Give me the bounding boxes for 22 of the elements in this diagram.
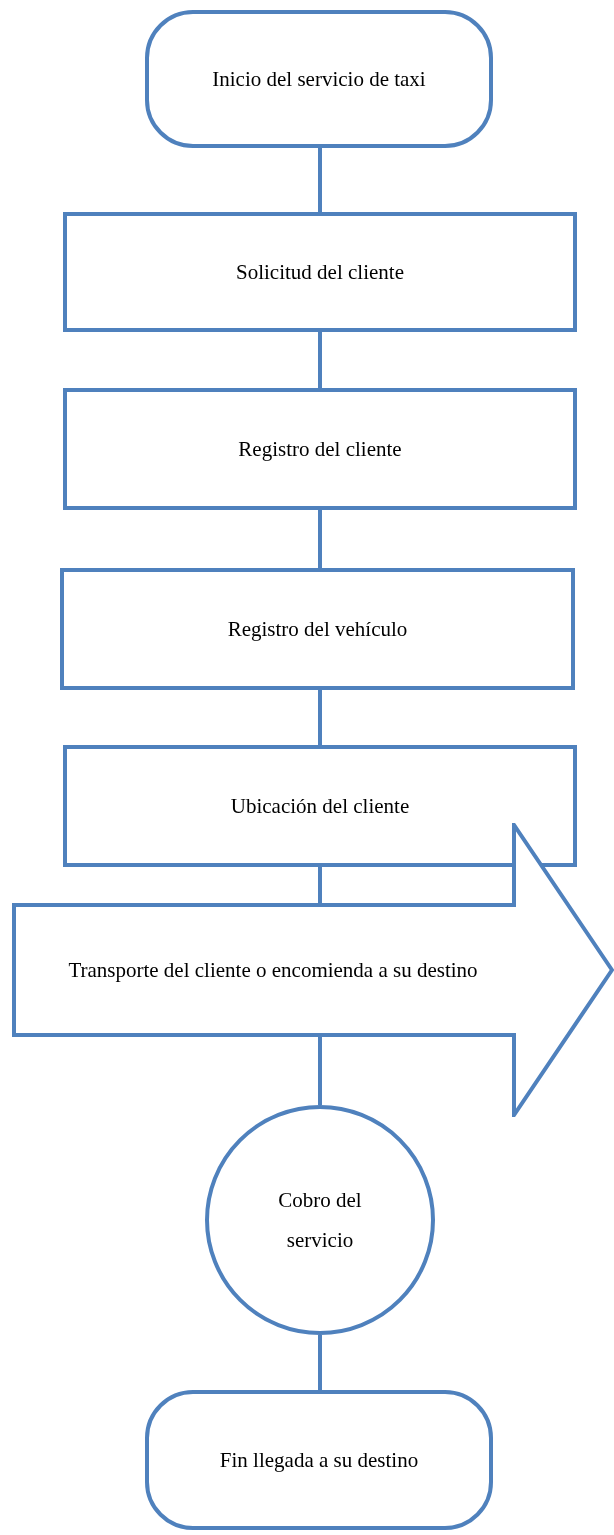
process-box <box>60 568 575 690</box>
connector-line <box>318 1335 322 1390</box>
node-label: Registro del cliente <box>237 436 403 463</box>
connector-line <box>318 690 322 745</box>
connector-line <box>318 867 322 905</box>
node-label: Cobro del servicio <box>277 1187 363 1254</box>
node-label: Solicitud del cliente <box>235 259 405 286</box>
connector-line <box>318 148 322 212</box>
connector-line <box>318 510 322 568</box>
node-label: Ubicación del cliente <box>229 793 411 820</box>
connector-line <box>318 1035 322 1105</box>
node-label: Inicio del servicio de taxi <box>211 66 427 93</box>
node-label: Transporte del cliente o encomienda a su destino <box>67 957 479 984</box>
process-box <box>63 388 577 510</box>
node-label: Fin llegada a su destino <box>219 1447 419 1474</box>
connector-line <box>318 332 322 388</box>
terminator-shape <box>145 1390 493 1530</box>
process-box <box>63 745 577 867</box>
node-label: Registro del vehículo <box>226 616 409 643</box>
process-box <box>63 212 577 332</box>
terminator-shape <box>145 10 493 148</box>
arrow-shape <box>12 823 614 1117</box>
